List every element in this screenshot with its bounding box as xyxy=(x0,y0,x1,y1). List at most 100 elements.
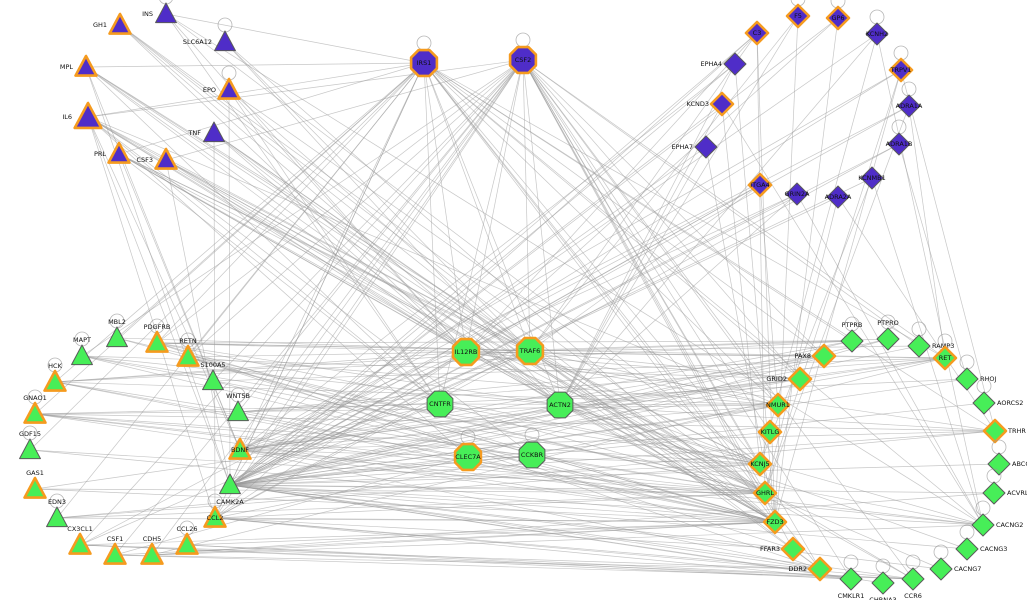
tri-node-shape xyxy=(214,30,236,52)
node-IRS1[interactable]: IRS1 xyxy=(409,35,439,78)
node-MBL2[interactable]: MBL2 xyxy=(106,313,128,348)
dia-node-shape xyxy=(955,367,979,391)
node-TRHR[interactable]: TRHR xyxy=(982,418,1026,444)
node-CCR6[interactable]: CCR6 xyxy=(901,554,925,600)
node-CACNG2[interactable]: CACNG2 xyxy=(971,500,1023,537)
edges-layer xyxy=(29,13,1000,584)
edge-F5-TRAF6 xyxy=(529,15,799,352)
tri-node-shape xyxy=(219,473,241,495)
node-label: GAS1 xyxy=(26,469,44,477)
node-IL12RB[interactable]: IL12RB xyxy=(451,337,481,367)
node-TRAF6[interactable]: TRAF6 xyxy=(515,336,545,366)
node-AORCS2[interactable]: AORCS2 xyxy=(972,378,1023,415)
node-label: CACNG7 xyxy=(954,565,981,573)
node-MAPT[interactable]: MAPT xyxy=(71,331,93,366)
edge-IRS1-EDN3 xyxy=(56,62,425,519)
tri-node-shape xyxy=(106,326,128,348)
node-label: MPL xyxy=(60,63,74,71)
node-RETN[interactable]: RETN xyxy=(176,332,200,367)
self-loop-edge xyxy=(869,9,885,25)
edge-TRPV1-BDNF xyxy=(239,69,902,451)
edge-IL6-CCKBR xyxy=(87,116,533,456)
node-SLC6A12[interactable]: SLC6A12 xyxy=(183,17,236,52)
edge-C3-TRAF6 xyxy=(529,32,758,352)
edge-MAPT-KCNJ5 xyxy=(81,355,761,465)
edge-CCL2-FFAR3 xyxy=(214,517,794,550)
node-IL6[interactable]: IL6 xyxy=(62,101,103,130)
dia-node-shape xyxy=(787,366,813,392)
edge-BDNF-KCNJ5 xyxy=(239,449,761,465)
node-CSF2[interactable]: CSF2 xyxy=(508,32,538,75)
edge-ACTN2-FZD3 xyxy=(559,404,776,523)
edge-IRS1-FZD3 xyxy=(423,62,776,523)
edge-IL6-CCL2 xyxy=(87,116,216,519)
edge-CAMK2A-RHOJ xyxy=(229,378,968,486)
self-loop-edge xyxy=(74,331,90,347)
edge-BDNF-FZD3 xyxy=(239,449,776,523)
edge-ACTN2-MAPT xyxy=(81,355,561,406)
node-ADRA1A[interactable]: ADRA1A xyxy=(896,81,923,118)
edge-INS-KCNJ5 xyxy=(165,13,761,465)
edge-CLEC7A-CAMK2A xyxy=(229,456,469,486)
node-MPL[interactable]: MPL xyxy=(60,54,98,77)
node-EPO[interactable]: EPO xyxy=(203,65,241,100)
node-KCNMB1[interactable]: KCNMB1 xyxy=(858,166,886,190)
edge-TRPV1-CAMK2A xyxy=(229,69,902,486)
node-GAS1[interactable]: GAS1 xyxy=(23,469,47,499)
tri-node-shape xyxy=(23,476,47,499)
edge-TRAF6-FZD3 xyxy=(529,350,776,523)
node-C3[interactable]: C3 xyxy=(744,20,770,46)
edge-TRPV1-GHRL xyxy=(764,69,902,494)
node-CMKLR1[interactable]: CMKLR1 xyxy=(838,554,865,600)
node-label: CMKLR1 xyxy=(838,592,865,600)
node-HCK[interactable]: HCK xyxy=(43,357,67,392)
edge-CSF2-CCR6 xyxy=(522,59,914,580)
edge-CSF2-DDR2 xyxy=(522,59,821,570)
node-ADRA1B[interactable]: ADRA1B xyxy=(886,119,913,156)
node-INS[interactable]: INS xyxy=(142,0,177,24)
edge-MPL-IRS1 xyxy=(85,62,425,68)
node-F5[interactable]: F5 xyxy=(785,0,811,29)
node-GH1[interactable]: GH1 xyxy=(93,12,132,35)
edge-CSF2-CX3CL1 xyxy=(79,59,524,546)
node-RET[interactable]: RET xyxy=(932,333,958,371)
node-ABCG2[interactable]: ABCG2 xyxy=(987,439,1027,476)
dia-node-shape xyxy=(871,571,895,595)
node-CCKBR[interactable]: CCKBR xyxy=(518,427,546,469)
node-CDH5[interactable]: CDH5 xyxy=(140,535,164,565)
node-ACVRL1[interactable]: ACVRL1 xyxy=(982,468,1027,505)
edge-IRS1-TRHR xyxy=(423,62,996,432)
node-EPHA4[interactable]: EPHA4 xyxy=(701,52,747,76)
node-label: ACVRL1 xyxy=(1007,489,1027,497)
node-label: TRHR xyxy=(1007,427,1026,435)
node-ACTN2[interactable]: ACTN2 xyxy=(546,391,574,419)
oct-node-shape xyxy=(515,336,545,366)
dia-node-shape xyxy=(971,513,995,537)
dia-node-shape xyxy=(694,135,718,159)
node-CNTFR[interactable]: CNTFR xyxy=(426,390,454,418)
edge-CSF1-DDR2 xyxy=(114,554,821,570)
node-EDN3[interactable]: EDN3 xyxy=(46,493,68,528)
edge-CX3CL1-CCR6 xyxy=(79,544,914,580)
node-PTPRO[interactable]: PTPRO xyxy=(876,314,900,351)
edge-GAS1-GHRL xyxy=(34,488,766,494)
edge-CCL26-CMKLR1 xyxy=(186,544,852,580)
edge-WNT5B-RET xyxy=(237,357,946,413)
node-label: GH1 xyxy=(93,21,107,29)
edge-IRS1-CNTFR xyxy=(423,62,441,405)
node-KITLG[interactable]: KITLG xyxy=(757,419,783,445)
edge-C3-CCL2 xyxy=(214,32,758,519)
oct-node-shape xyxy=(426,390,454,418)
dia-node-shape xyxy=(860,166,884,190)
edge-CSF2-WNT5B xyxy=(237,59,524,413)
tri-node-shape xyxy=(108,12,132,35)
edge-CCL2-NMUR1 xyxy=(214,404,779,519)
node-KCNJ5[interactable]: KCNJ5 xyxy=(747,451,773,477)
node-CX3CL1[interactable]: CX3CL1 xyxy=(67,525,93,555)
edge-CAMK2A-DDR2 xyxy=(229,484,821,570)
node-CSF1[interactable]: CSF1 xyxy=(103,535,127,565)
edge-KCNH2-KCNJ5 xyxy=(759,33,878,465)
node-TRPV1[interactable]: TRPV1 xyxy=(888,45,914,83)
node-CHRNA3[interactable]: CHRNA3 xyxy=(869,558,897,600)
edge-EPHA4-FZD3 xyxy=(734,63,776,523)
